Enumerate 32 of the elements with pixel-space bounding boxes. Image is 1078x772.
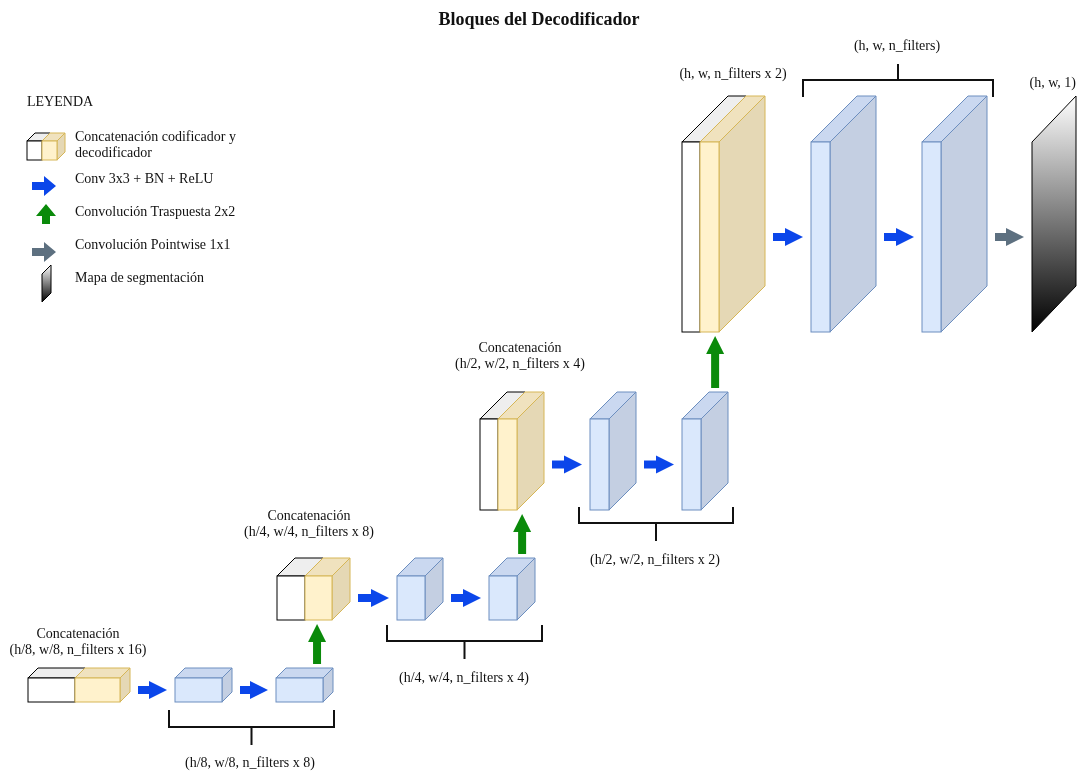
block-caption: (h/8, w/8, n_filters x 16) — [9, 642, 147, 658]
dimension-label: (h/8, w/8, n_filters x 8) — [185, 755, 315, 771]
legend-text: Concatenación codificador y decodificador — [75, 129, 237, 161]
diagram-title: Bloques del Decodificador — [438, 8, 640, 30]
tensor-block — [922, 96, 987, 332]
dimension-label: (h/2, w/2, n_filters x 2) — [590, 552, 720, 568]
tensor-block — [175, 668, 232, 702]
concatenated-tensor-block — [480, 392, 544, 510]
block-caption: Concatenación — [267, 508, 351, 524]
tensor-block — [590, 392, 636, 510]
legend-text: Mapa de segmentación — [75, 270, 206, 286]
tensor-block — [397, 558, 443, 620]
tensor-block — [682, 392, 728, 510]
legend-text: Convolución Traspuesta 2x2 — [75, 204, 237, 220]
block-caption: (h, w, n_filters x 2) — [679, 66, 787, 82]
tensor-block — [811, 96, 876, 332]
block-caption: (h/2, w/2, n_filters x 4) — [455, 356, 585, 372]
block-caption: Concatenación — [36, 626, 120, 642]
legend-text: Conv 3x3 + BN + ReLU — [75, 171, 215, 187]
segmentation-map — [1032, 96, 1076, 332]
block-caption: (h, w, 1) — [1029, 75, 1076, 91]
dimension-label: (h, w, n_filters) — [853, 38, 941, 54]
legend-heading: LEYENDA — [27, 94, 94, 110]
dimension-label: (h/4, w/4, n_filters x 4) — [399, 670, 529, 686]
concatenated-tensor-block — [682, 96, 765, 332]
legend-text: Convolución Pointwise 1x1 — [75, 237, 232, 253]
concatenated-tensor-block — [28, 668, 130, 702]
block-caption: (h/4, w/4, n_filters x 8) — [244, 524, 374, 540]
concatenated-tensor-block — [277, 558, 350, 620]
block-caption: Concatenación — [478, 340, 562, 356]
tensor-block — [276, 668, 333, 702]
tensor-block — [489, 558, 535, 620]
